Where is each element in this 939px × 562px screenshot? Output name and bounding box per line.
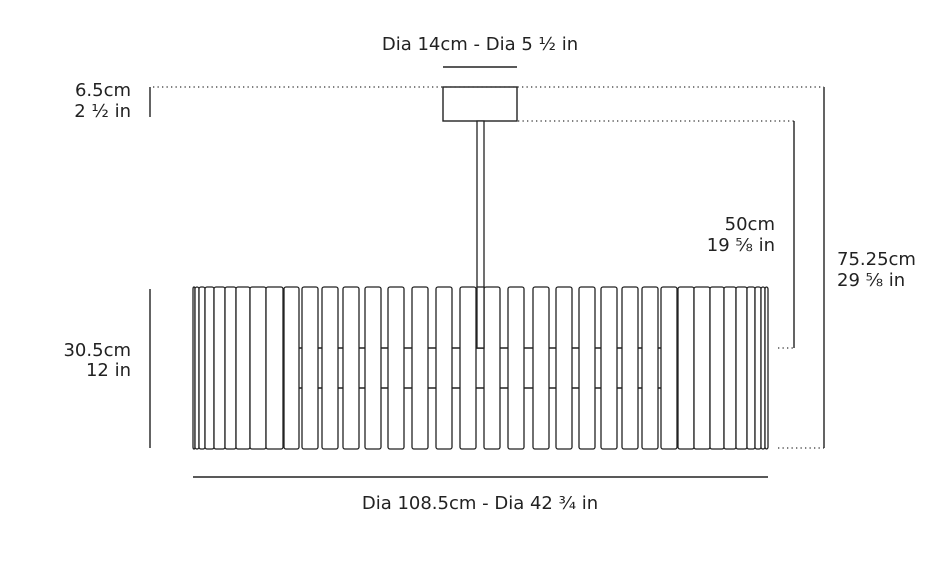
overall-height-cm-label: 75.25cm [837,249,916,270]
canopy-height-in-label: 2 ½ in [74,101,131,122]
shade-slat [660,286,678,450]
shade-slat [459,286,477,450]
shade-slat [754,286,762,450]
shade-slat [600,286,618,450]
shade-slat [204,286,215,450]
canopy-height-cm-label: 6.5cm [75,80,131,101]
shade-slat [249,286,267,450]
canopy [442,86,518,122]
drop-in-label: 19 ⅝ in [707,235,775,256]
shade-slat [641,286,659,450]
shade-diameter-label: Dia 108.5cm - Dia 42 ¾ in [362,493,598,514]
shade-slat [677,286,695,450]
shade-slat [746,286,756,450]
shade-slat [198,286,206,450]
shade-height-in-label: 12 in [86,360,131,381]
shade-height-cm-label: 30.5cm [63,340,131,361]
shade-slat [342,286,360,450]
shade-slat [265,286,284,450]
shade-slat [555,286,573,450]
shade-slat [723,286,737,450]
shade-slat [735,286,748,450]
shade-slat [764,286,769,450]
shade [192,286,769,450]
canopy-diameter-label: Dia 14cm - Dia 5 ½ in [382,34,578,55]
shade-slat [364,286,382,450]
shade-slat [321,286,339,450]
shade-slat [213,286,226,450]
shade-slat [301,286,319,450]
shade-slat [693,286,711,450]
shade-slat [235,286,251,450]
shade-slat [709,286,725,450]
overall-height-in-label: 29 ⅝ in [837,270,905,291]
shade-slat [435,286,453,450]
shade-slat [507,286,525,450]
shade-slat [411,286,429,450]
shade-slat [283,286,300,450]
shade-slat [387,286,405,450]
shade-slat [532,286,550,450]
shade-slat [621,286,639,450]
drop-cm-label: 50cm [725,214,775,235]
shade-slat [483,286,501,450]
shade-slat [224,286,237,450]
suspension-rod-lower [476,286,485,349]
shade-slat [578,286,596,450]
